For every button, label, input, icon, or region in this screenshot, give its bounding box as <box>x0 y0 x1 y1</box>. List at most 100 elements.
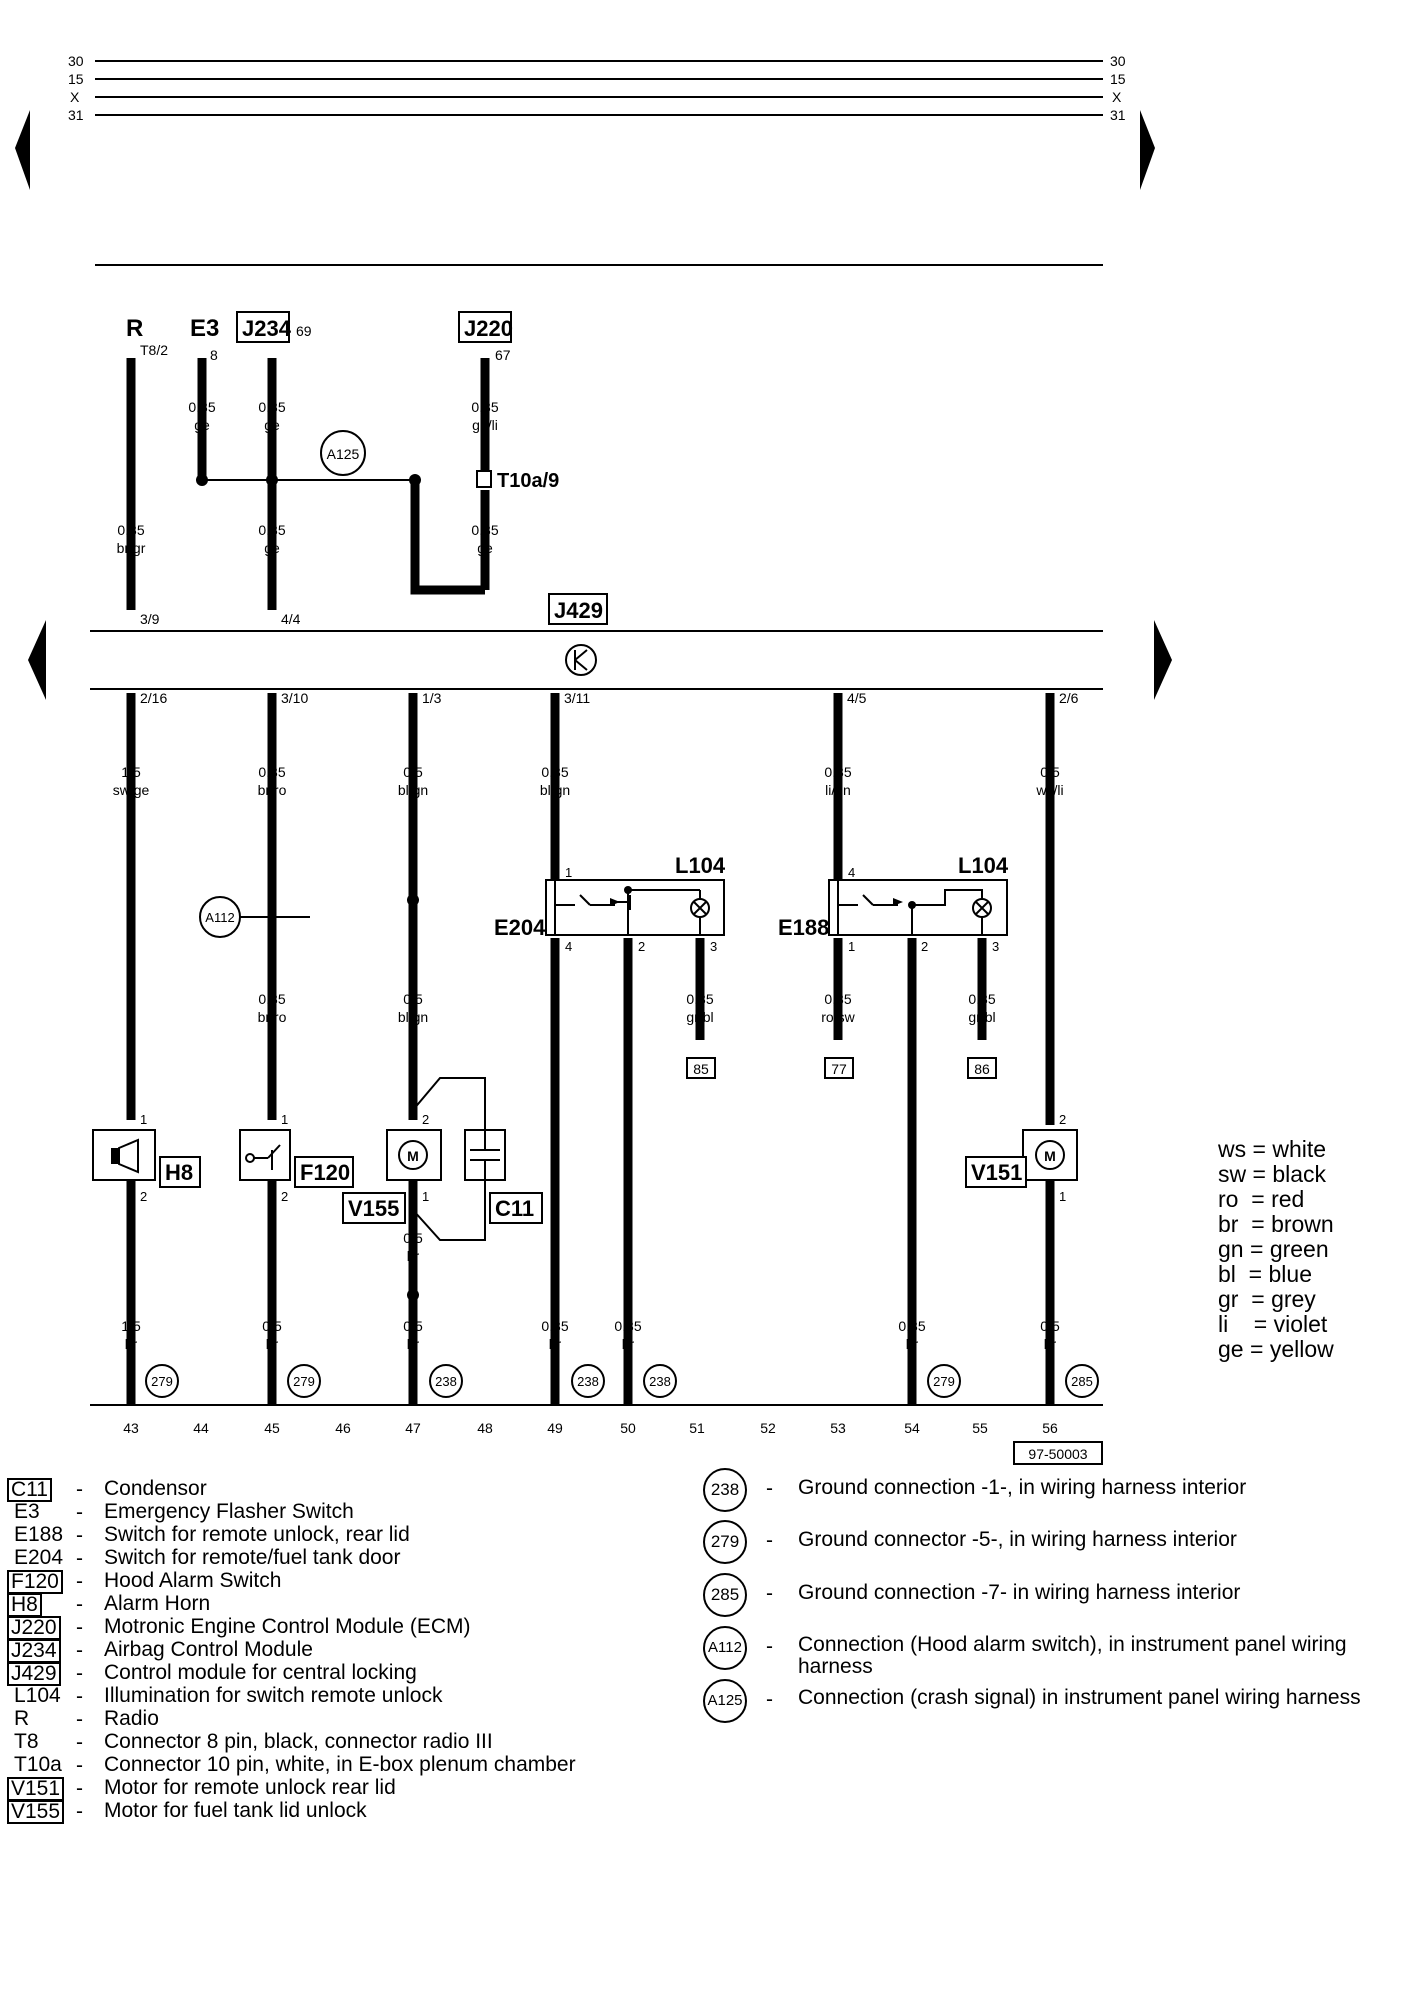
ground-symbol: 279 <box>703 1520 747 1564</box>
pin-label: 1 <box>848 939 855 954</box>
pin-label: 4/4 <box>281 611 301 627</box>
svg-text:0,35: 0,35 <box>824 764 851 780</box>
switch-output-wires <box>550 938 987 1385</box>
component-f120: F120 <box>300 1160 350 1185</box>
svg-text:0,35: 0,35 <box>824 991 851 1007</box>
svg-text:br: br <box>622 1336 635 1352</box>
svg-text:2/16: 2/16 <box>140 690 167 706</box>
svg-text:3/11: 3/11 <box>564 690 590 706</box>
color-key-item: gn = green <box>1218 1236 1329 1262</box>
svg-text:bl/gn: bl/gn <box>398 1009 428 1025</box>
legend-desc: Emergency Flasher Switch <box>104 1500 354 1523</box>
svg-text:0,35: 0,35 <box>686 991 713 1007</box>
legend-code: T10a <box>14 1753 62 1776</box>
prev-section-arrow[interactable] <box>28 620 46 700</box>
v151-motor: M V151 2 1 <box>965 1112 1078 1204</box>
svg-text:238: 238 <box>577 1374 599 1389</box>
ground-symbol: 238 <box>703 1468 747 1512</box>
legend-code: V155 <box>7 1800 65 1824</box>
svg-text:43: 43 <box>123 1420 139 1436</box>
legend-code: F120 <box>7 1570 63 1594</box>
pin-label: 8 <box>210 347 218 363</box>
pin-label: 1 <box>422 1189 429 1204</box>
component-c11: C11 <box>495 1196 534 1221</box>
connection-a112-symbol <box>199 896 241 938</box>
rail-label: X <box>70 89 80 105</box>
svg-text:279: 279 <box>151 1374 173 1389</box>
output-wires <box>126 693 1055 1125</box>
pin-label: 4 <box>565 939 572 954</box>
wire-size: 0,35 <box>471 399 498 415</box>
svg-text:45: 45 <box>264 1420 280 1436</box>
svg-text:br: br <box>906 1336 919 1352</box>
pin-label: 4 <box>848 865 855 880</box>
svg-text:0,5: 0,5 <box>1040 764 1060 780</box>
pin-label: 1 <box>281 1112 288 1127</box>
svg-text:285: 285 <box>1071 1374 1093 1389</box>
svg-text:3/10: 3/10 <box>281 690 308 706</box>
legend-desc: Switch for remote unlock, rear lid <box>104 1523 410 1546</box>
svg-text:gr/bl: gr/bl <box>968 1009 995 1025</box>
legend-code: J220 <box>7 1616 61 1640</box>
pin-label: 2 <box>921 939 928 954</box>
component-e3: E3 <box>190 315 219 342</box>
legend-code: E204 <box>14 1546 64 1569</box>
legend-code: H8 <box>7 1593 42 1617</box>
wire-size: 0,35 <box>258 522 285 538</box>
svg-text:0,35: 0,35 <box>541 1318 568 1334</box>
bottom-wire-labels: 1,5 br 0,5 br 0,5 br 0,35 br 0,35 br 0,3… <box>121 1318 1060 1352</box>
ground-wires <box>90 1180 1103 1406</box>
legend-desc: Motor for fuel tank lid unlock <box>104 1799 367 1822</box>
wire-size: 0,35 <box>258 399 285 415</box>
component-e188: E188 <box>778 915 829 940</box>
svg-text:55: 55 <box>972 1420 988 1436</box>
svg-text:47: 47 <box>405 1420 421 1436</box>
svg-text:56: 56 <box>1042 1420 1058 1436</box>
svg-text:M: M <box>407 1148 419 1164</box>
wire-color: ge <box>264 540 280 556</box>
svg-text:85: 85 <box>693 1061 709 1077</box>
component-l104: L104 <box>958 853 1009 878</box>
rail-label: 31 <box>1110 107 1126 123</box>
color-key-item: gr = grey <box>1218 1286 1316 1312</box>
pin-label: 2 <box>422 1112 429 1127</box>
component-l104: L104 <box>675 853 726 878</box>
svg-text:279: 279 <box>293 1374 315 1389</box>
pin-label: 1 <box>140 1112 147 1127</box>
color-key-item: bl = blue <box>1218 1261 1312 1287</box>
svg-text:0,5: 0,5 <box>403 764 423 780</box>
svg-text:br/ro: br/ro <box>258 782 287 798</box>
next-section-arrow[interactable] <box>1154 620 1172 700</box>
svg-text:ws/li: ws/li <box>1035 782 1063 798</box>
pin-label: 3/9 <box>140 611 160 627</box>
next-page-arrow[interactable] <box>1140 110 1155 190</box>
connection-a125-symbol <box>320 430 366 476</box>
wire-color: ge <box>194 417 210 433</box>
legend-desc: Connection (crash signal) in instrument … <box>798 1686 1361 1709</box>
ground-symbol: 285 <box>703 1573 747 1617</box>
rail-label: 30 <box>68 53 84 69</box>
power-rails: 30 15 X 31 30 15 X 31 <box>68 53 1126 266</box>
diagram-ground-symbols: 279 279 238 238 238 279 285 <box>145 1364 1099 1398</box>
color-key-item: ws = white <box>1218 1136 1327 1162</box>
legend-desc: Alarm Horn <box>104 1592 211 1615</box>
svg-text:sw/ge: sw/ge <box>113 782 150 798</box>
wire-color: ge <box>264 417 280 433</box>
pin-label: 2 <box>638 939 645 954</box>
svg-text:238: 238 <box>435 1374 457 1389</box>
j220-box <box>458 311 512 343</box>
output-wire-labels: 1,5 sw/ge 0,35 br/ro 0,5 bl/gn 0,35 bl/g… <box>113 764 1064 798</box>
component-r: R <box>126 315 143 342</box>
svg-text:1,5: 1,5 <box>121 764 141 780</box>
pin-label: 2 <box>1059 1112 1066 1127</box>
component-j234: J234 <box>242 316 292 341</box>
connection-a125-label: A125 <box>327 446 360 462</box>
svg-text:54: 54 <box>904 1420 920 1436</box>
prev-page-arrow[interactable] <box>15 110 30 190</box>
svg-text:0,5: 0,5 <box>262 1318 282 1334</box>
color-key-item: ge = yellow <box>1218 1336 1334 1362</box>
wire-color: ge <box>477 540 493 556</box>
svg-text:49: 49 <box>547 1420 563 1436</box>
legend-code: E3 <box>14 1500 40 1523</box>
svg-text:br: br <box>549 1336 562 1352</box>
